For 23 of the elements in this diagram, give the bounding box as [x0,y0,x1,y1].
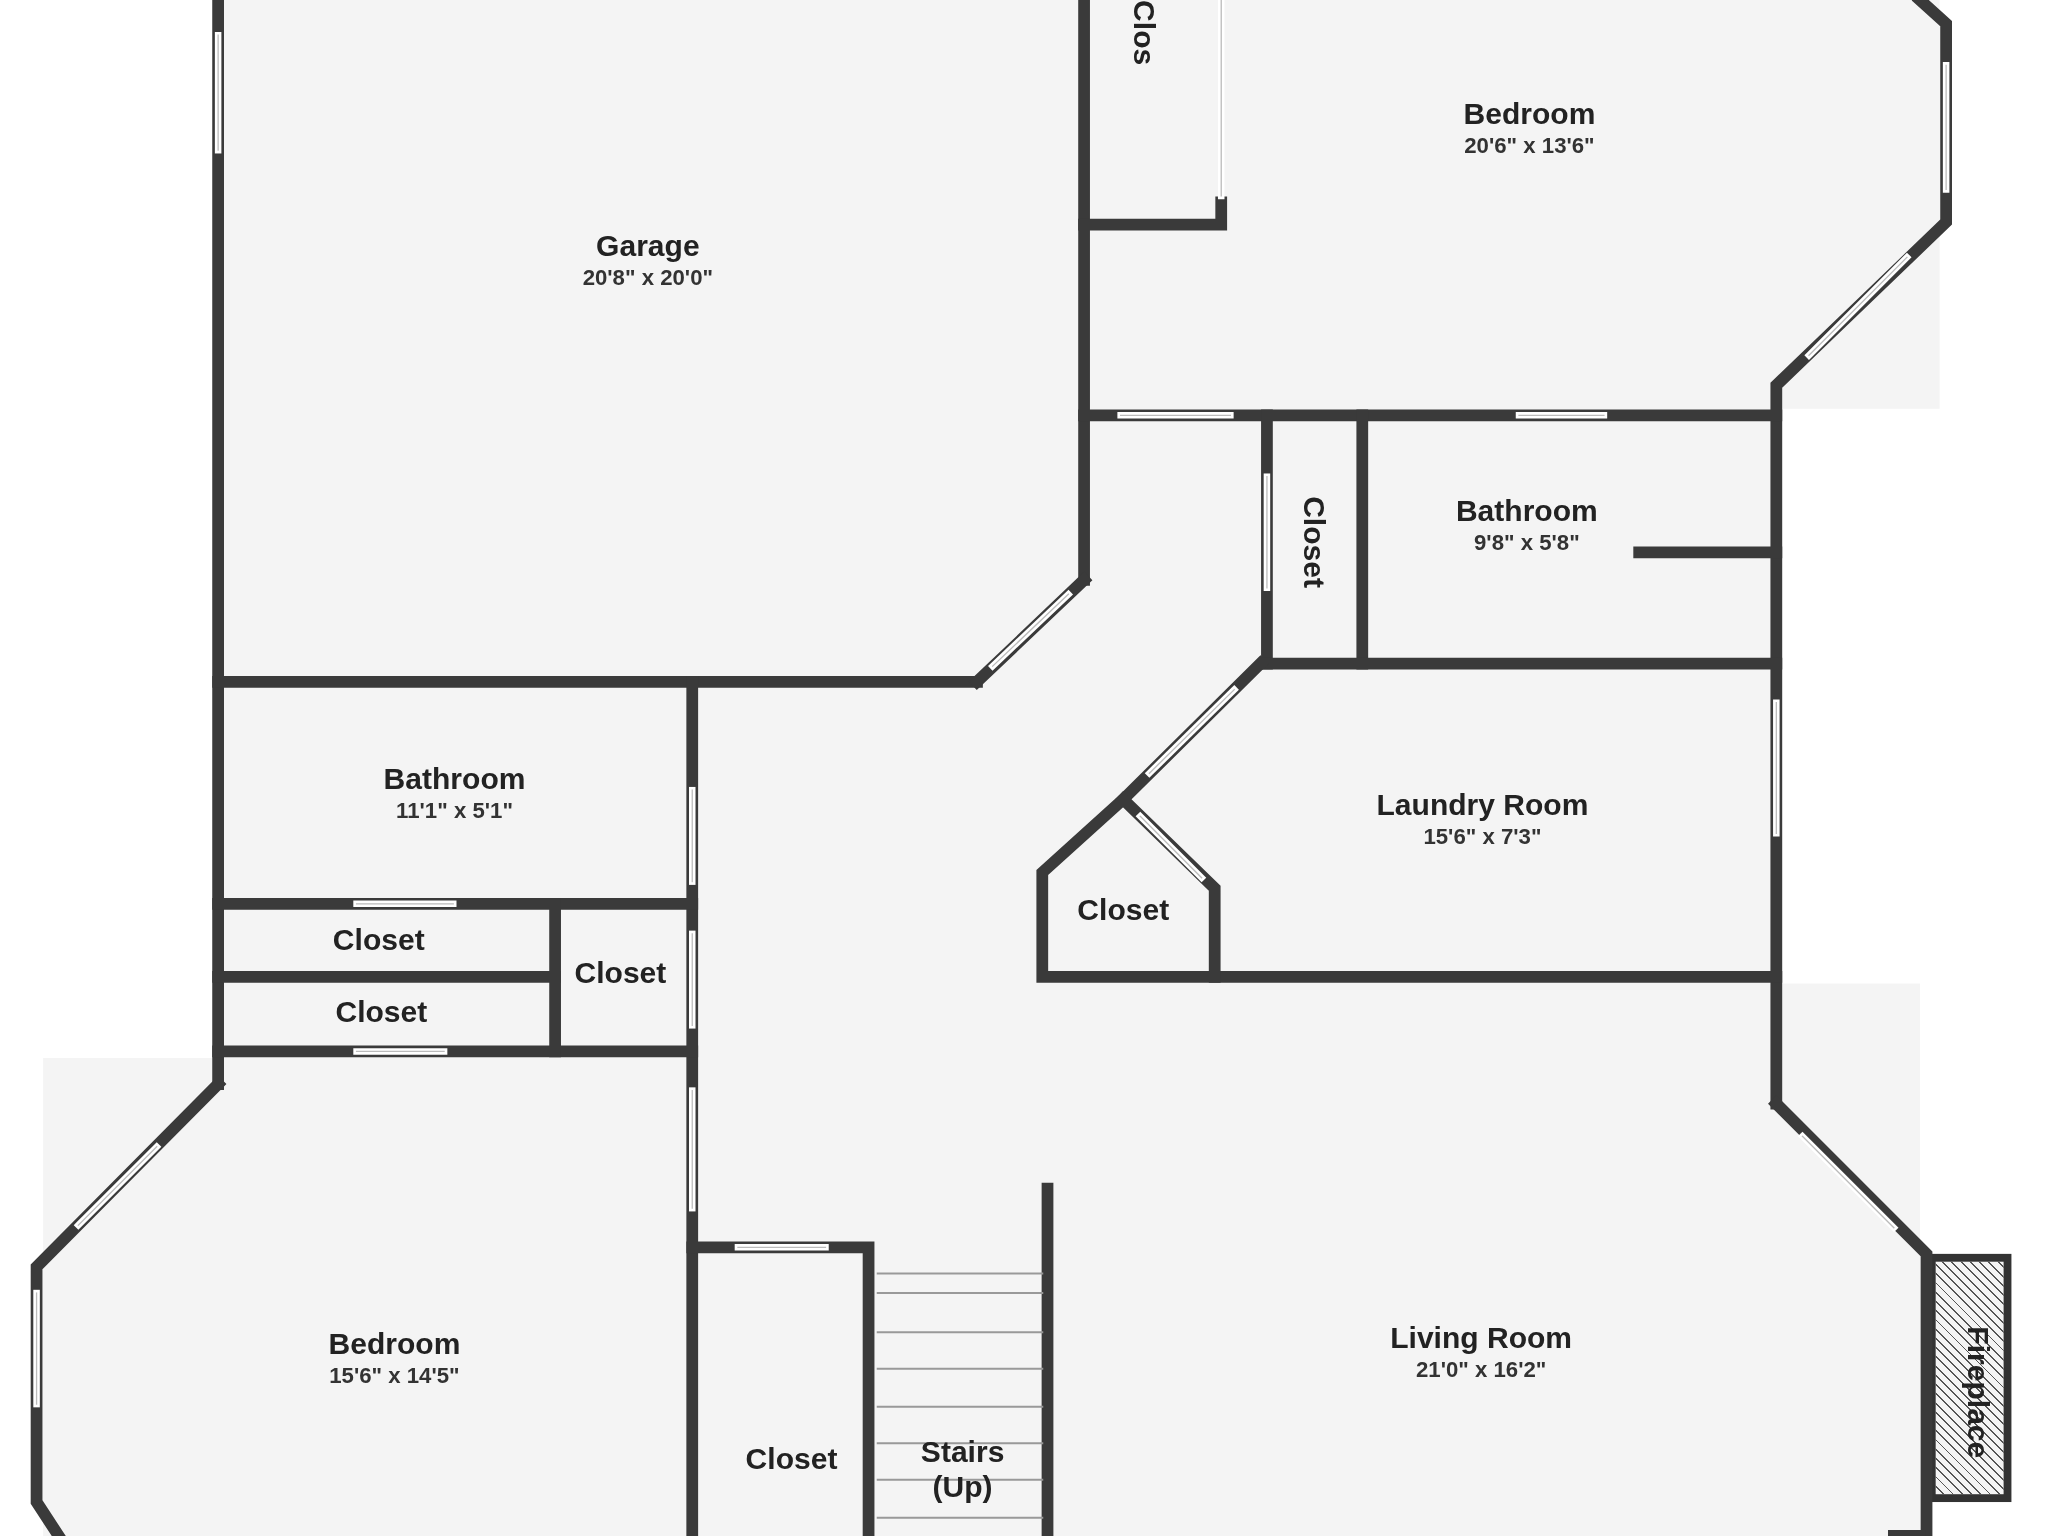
room-name: Closet [1296,496,1332,588]
room-name: Stairs (Up) [919,1434,1006,1505]
room-name: Bathroom [1455,493,1598,529]
room-dimensions: 20'8" x 20'0" [582,264,714,292]
room-dimensions: 11'1" x 5'1" [395,797,514,825]
room-name: Bedroom [1463,96,1596,132]
room-name: Clos [1126,0,1162,66]
room-name: Living Room [1390,1320,1573,1356]
room-dimensions: 15'6" x 14'5" [328,1362,461,1390]
room-name: Bathroom [383,761,526,797]
room-name: Closet [1077,892,1170,928]
room-name: Laundry Room [1376,787,1589,823]
room-name: Fireplace [1960,1326,1996,1459]
room-name: Garage [595,228,701,264]
room-name: Closet [745,1441,838,1477]
room-dimensions: 20'6" x 13'6" [1463,132,1596,160]
room-dimensions: 9'8" x 5'8" [1473,529,1581,557]
room-name: Closet [574,955,667,991]
room-name: Closet [332,922,425,959]
room-dimensions: 15'6" x 7'3" [1422,823,1543,851]
room-dimensions: 21'0" x 16'2" [1414,1356,1548,1384]
room-name: Closet [335,994,428,1030]
room-name: Bedroom [328,1327,461,1363]
